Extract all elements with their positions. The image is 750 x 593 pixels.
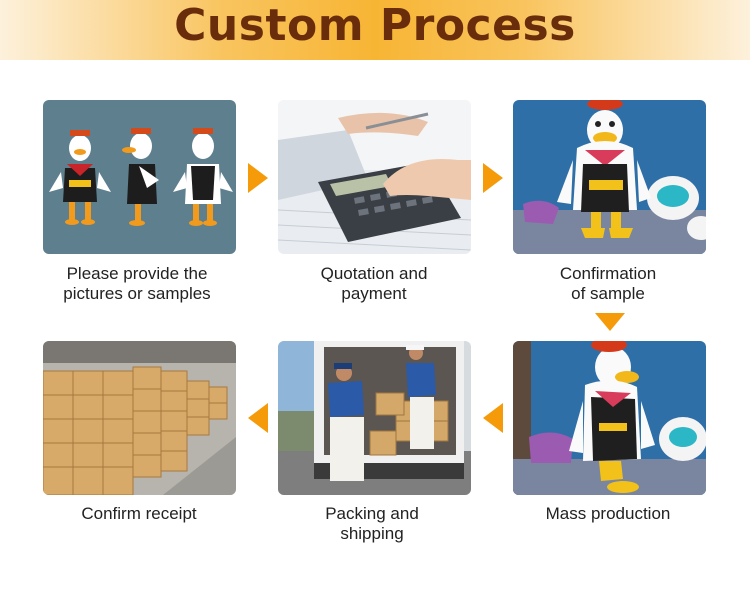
plush-duck-shape <box>569 341 655 493</box>
step-2-image <box>278 100 471 254</box>
step-4-caption: Mass production <box>545 504 671 523</box>
page-title: Custom Process <box>174 0 576 51</box>
worker-left-shape <box>328 363 364 481</box>
arrow-left-icon <box>483 403 503 433</box>
step-6-caption: Confirm receipt <box>81 504 197 523</box>
step-5-caption: Packing and shipping <box>325 504 419 543</box>
worker-right-shape <box>406 345 436 449</box>
duck-figure-back <box>173 128 233 226</box>
step-3-image <box>513 100 706 254</box>
step-2-caption: Quotation and payment <box>320 264 428 303</box>
duck-figure-front <box>49 130 111 225</box>
arrow-right-icon <box>483 163 503 193</box>
robot-toy-shape <box>647 176 706 240</box>
step-5-image <box>278 341 471 495</box>
plush-duck-shape <box>557 100 651 238</box>
arrow-down-icon <box>595 313 625 331</box>
step-1-caption: Please provide the pictures or samples <box>63 264 211 303</box>
box-stacks <box>43 366 228 495</box>
duck-figure-side <box>122 128 159 226</box>
step-1-image <box>43 100 236 254</box>
step-4-image <box>513 341 706 495</box>
arrow-right-icon <box>248 163 268 193</box>
step-6-image <box>43 341 236 495</box>
title-banner: Custom Process <box>0 0 750 60</box>
arrow-left-icon <box>248 403 268 433</box>
robot-toy-shape <box>659 417 706 461</box>
step-3-caption: Confirmation of sample <box>559 264 657 303</box>
